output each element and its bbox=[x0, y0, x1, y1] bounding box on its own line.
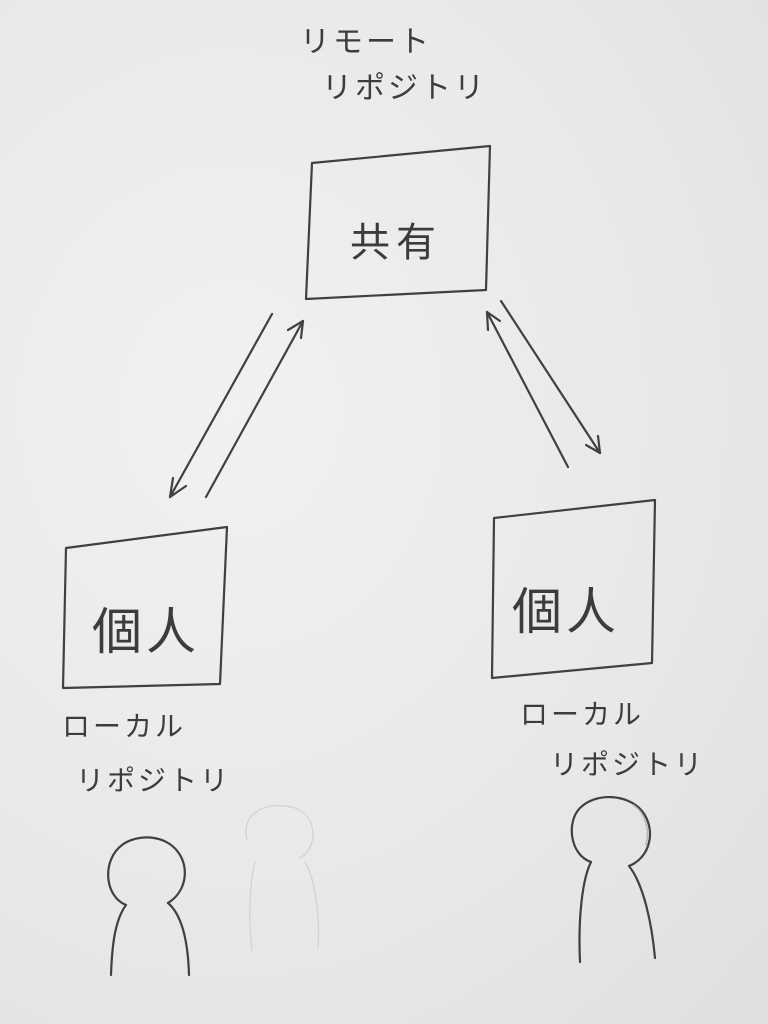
arrow-down-left bbox=[168, 312, 274, 499]
local-repository-box-left bbox=[61, 525, 229, 690]
arrow-down-right bbox=[499, 299, 602, 455]
shared-box-text: 共有 bbox=[350, 220, 442, 266]
local-repository-box-right bbox=[490, 498, 657, 680]
person-icon-right bbox=[570, 795, 657, 964]
arrow-up-right bbox=[485, 310, 570, 469]
local-repository-label-left: ローカル リポジトリ bbox=[62, 700, 231, 808]
remote-repository-box bbox=[304, 144, 492, 301]
faint-eraser-marks bbox=[245, 804, 320, 951]
local-repository-label-right: ローカル リポジトリ bbox=[520, 690, 705, 790]
remote-label-line2: リポジトリ bbox=[322, 71, 487, 106]
arrow-up-left bbox=[204, 319, 305, 499]
remote-label-line1: リモート bbox=[300, 25, 432, 60]
local-right-line2: リポジトリ bbox=[550, 748, 706, 781]
local-right-line1: ローカル bbox=[520, 698, 645, 731]
local-left-line2: リポジトリ bbox=[76, 764, 232, 797]
personal-box-text-right: 個人 bbox=[512, 583, 620, 641]
personal-box-text-left: 個人 bbox=[92, 603, 200, 661]
remote-repository-label: リモート リポジトリ bbox=[300, 20, 487, 112]
local-left-line1: ローカル bbox=[62, 710, 187, 743]
person-icon-left bbox=[107, 836, 191, 977]
